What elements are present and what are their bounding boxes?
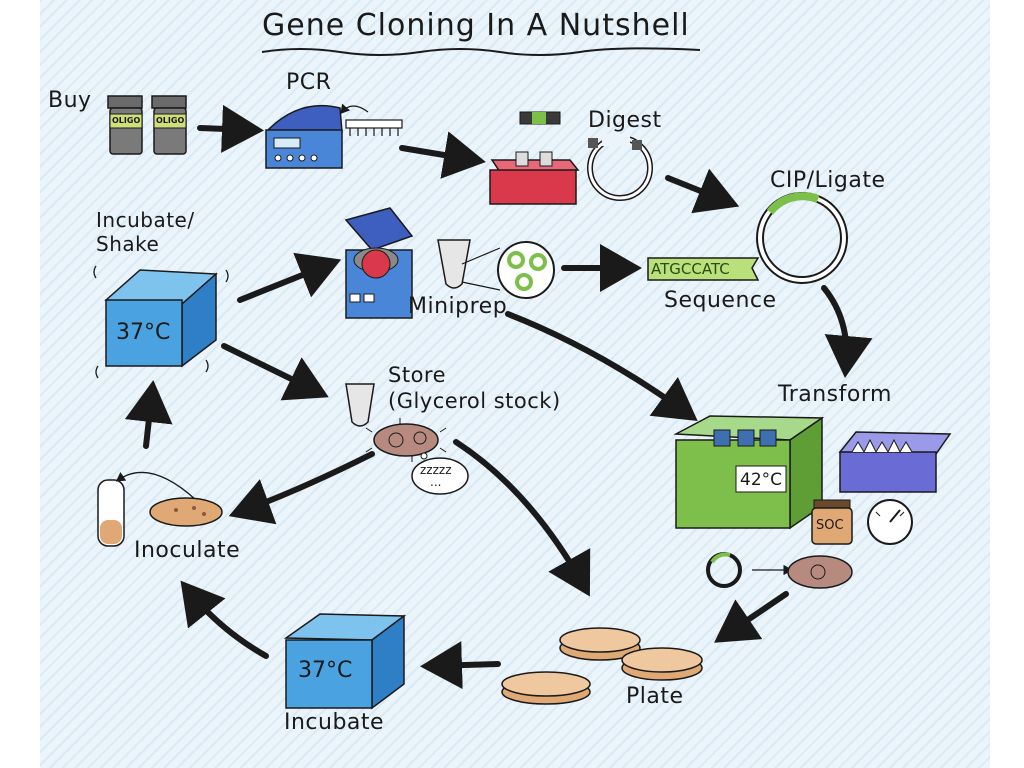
- culture-tube-icon: [97, 471, 197, 547]
- title-underline: [261, 47, 701, 56]
- shaker-temperature: 37°C: [116, 320, 171, 345]
- incubator-temperature: 37°C: [298, 658, 353, 683]
- enzyme-icon: [519, 111, 561, 125]
- oligo-label: OLIGO: [156, 116, 185, 125]
- step-label-buy: Buy: [48, 88, 92, 113]
- arrow-incubate-to-inoculate: [180, 580, 269, 659]
- diagram-title: Gene Cloning In A Nutshell: [262, 8, 690, 43]
- agar-plate-icon: [501, 671, 591, 705]
- soc-bottle-icon: [811, 499, 853, 545]
- arrow-store-to-plate: [453, 439, 591, 597]
- arrow-transform-to-plate: [714, 591, 789, 643]
- sleep-text: zzzzz ...: [420, 463, 452, 489]
- arrow-miniprep-to-transform: [505, 311, 698, 422]
- inoculate-plate-icon: [149, 497, 223, 527]
- pcr-strip-tubes-icon: [340, 103, 403, 136]
- incubator-icon: [283, 613, 407, 710]
- step-label-sequence: Sequence: [664, 288, 777, 313]
- water-bath-temperature: 42°C: [740, 470, 783, 490]
- ligated-plasmid-icon: [756, 192, 848, 284]
- arrow-buy-to-pcr: [197, 104, 264, 153]
- sequence-flag-icon: [647, 257, 760, 281]
- centrifuge-icon: [344, 207, 414, 319]
- step-label-cip-ligate: CIP/Ligate: [770, 168, 886, 193]
- step-label-pcr: PCR: [286, 70, 332, 95]
- agar-plate-icon: [559, 627, 641, 661]
- soc-label: SOC: [816, 518, 844, 533]
- step-label-store: Store (Glycerol stock): [388, 363, 561, 413]
- oligo-tube-icon: [107, 95, 143, 155]
- timer-icon: [867, 499, 913, 545]
- cut-plasmid-icon: [587, 134, 653, 201]
- dna-sequence-text: ATGCCATC: [651, 260, 730, 278]
- agar-plate-icon: [621, 647, 703, 681]
- step-label-incubate-shake: Incubate/ Shake: [96, 208, 195, 256]
- shaker-incubator-icon: [93, 265, 229, 379]
- bacteria-zoom-icon: [497, 241, 555, 299]
- bacterium-icon: [365, 418, 447, 462]
- step-label-digest: Digest: [588, 108, 662, 133]
- step-label-miniprep: Miniprep: [408, 294, 508, 319]
- heat-block-icon: [489, 151, 580, 205]
- plasmid-into-cell-icon: [706, 552, 853, 589]
- thermocycler-icon: [265, 104, 343, 169]
- ice-box-icon: [838, 431, 952, 493]
- arrow-inoculate-to-shake: [124, 380, 173, 449]
- oligo-label: OLIGO: [112, 116, 141, 125]
- glycerol-tube-icon: [345, 383, 375, 427]
- step-label-plate: Plate: [626, 684, 684, 709]
- arrow-store-to-inoculate: [228, 451, 375, 525]
- arrow-cip-to-transform: [821, 285, 873, 378]
- step-label-transform: Transform: [778, 382, 892, 407]
- sleep-bubble-icon: [411, 452, 469, 495]
- arrow-shake-to-store: [221, 343, 329, 401]
- arrow-pcr-to-digest: [399, 131, 486, 179]
- microtube-icon: [437, 239, 501, 291]
- step-label-incubate: Incubate: [284, 710, 385, 735]
- oligo-tube-icon: [151, 95, 187, 155]
- step-label-inoculate: Inoculate: [134, 538, 241, 563]
- arrow-digest-to-cip: [665, 168, 740, 214]
- arrow-shake-to-miniprep: [237, 252, 342, 303]
- arrow-plate-to-incubate: [420, 641, 501, 690]
